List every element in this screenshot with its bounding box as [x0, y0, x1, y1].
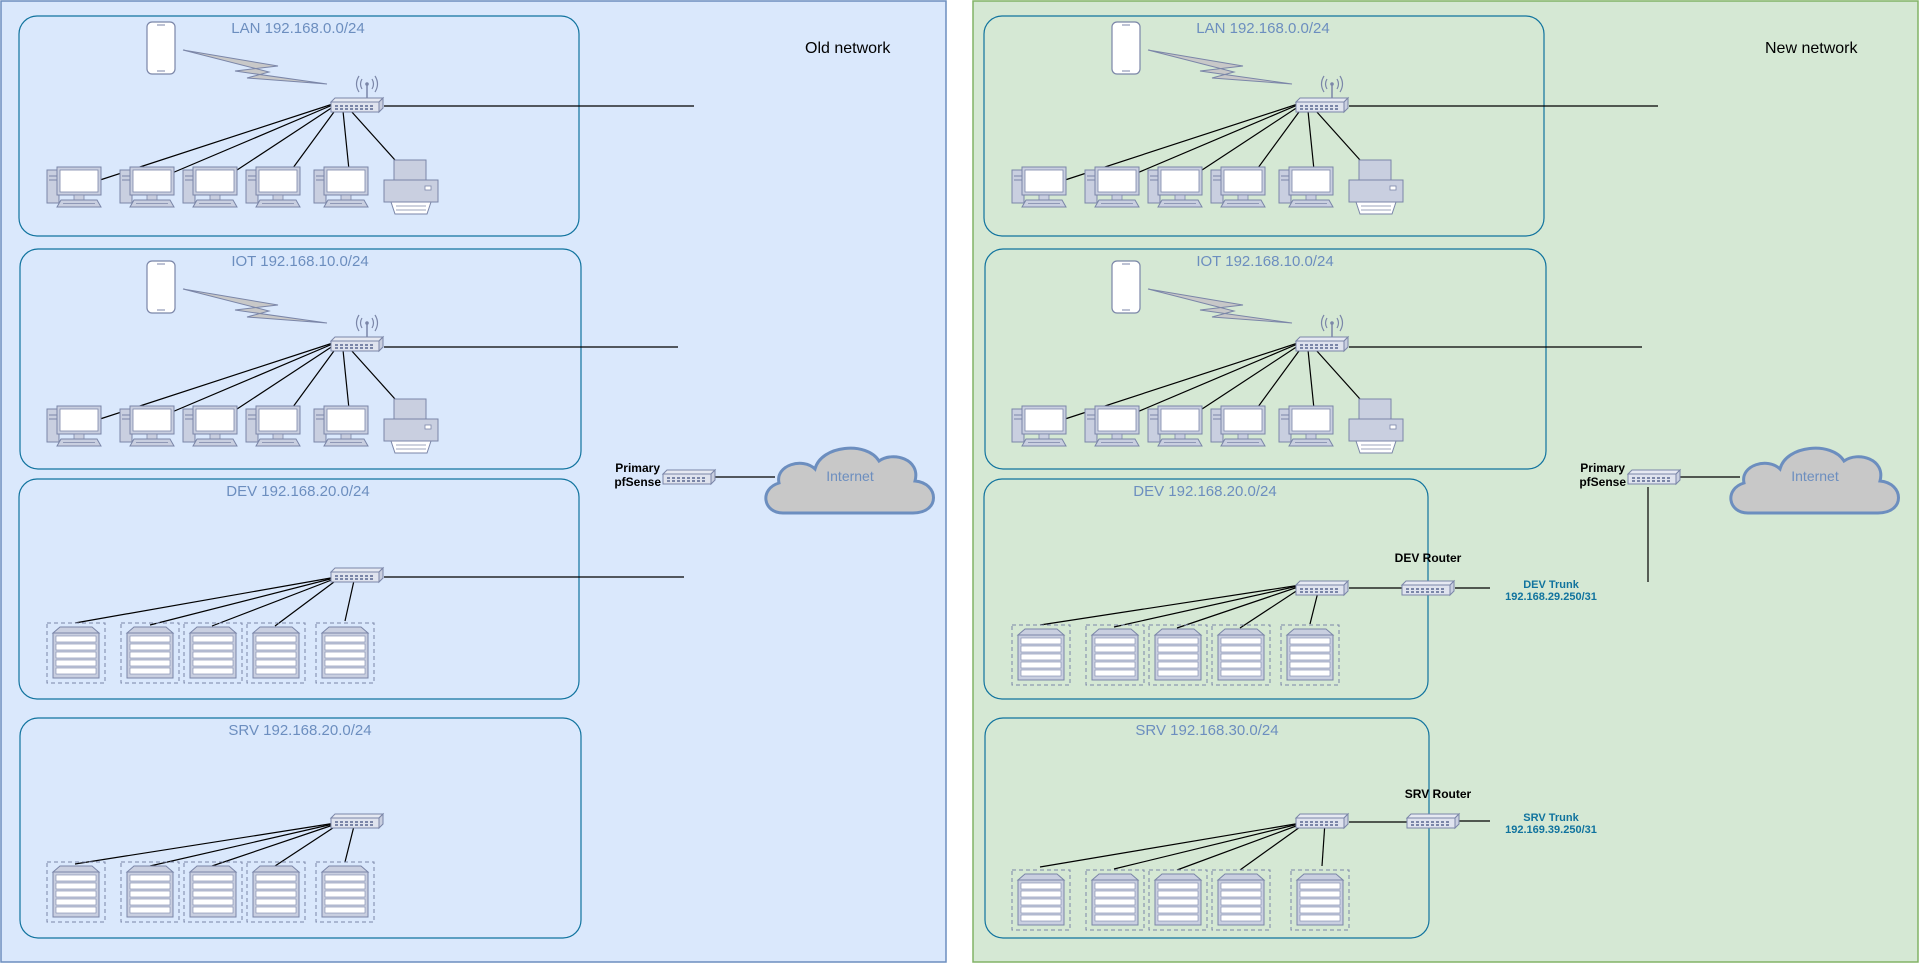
new-lan-pc-icon	[1011, 166, 1067, 208]
new-dev-server-icon	[1280, 624, 1340, 686]
dev-trunk-label-line2: 192.168.29.250/31	[1505, 591, 1597, 603]
old-network-title: Old network	[805, 40, 891, 57]
old-dev-server-icon	[46, 622, 106, 684]
new-lan-pc-icon	[1084, 166, 1140, 208]
old-srv-server-icon	[46, 861, 106, 923]
new-lan-group	[983, 15, 1545, 237]
old-iot-pc-icon	[245, 405, 301, 447]
new-iot-pc-icon	[1278, 405, 1334, 447]
old-lan-phone-icon	[146, 21, 176, 75]
new-srv-switch-icon	[1295, 813, 1349, 829]
new-iot-label: IOT 192.168.10.0/24	[1196, 253, 1333, 270]
new-dev-server-icon	[1085, 624, 1145, 686]
dev-router-label: DEV Router	[1395, 551, 1462, 565]
new-lan-pc-icon	[1210, 166, 1266, 208]
new-srv-label: SRV 192.168.30.0/24	[1135, 722, 1278, 739]
old-lan-pc-icon	[46, 166, 102, 208]
new-pfsense-switch-icon	[1627, 469, 1681, 485]
old-pfsense-label-line1: Primary	[615, 461, 660, 475]
new-srv-server-icon	[1290, 869, 1350, 931]
new-iot-group	[984, 248, 1547, 470]
old-iot-pc-icon	[46, 405, 102, 447]
old-iot-pc-icon	[313, 405, 369, 447]
old-lan-pc-icon	[313, 166, 369, 208]
srv-trunk-label-line1: SRV Trunk	[1523, 812, 1579, 824]
new-dev-label: DEV 192.168.20.0/24	[1133, 483, 1276, 500]
new-iot-phone-icon	[1111, 260, 1141, 314]
old-dev-server-icon	[246, 622, 306, 684]
new-iot-pc-icon	[1084, 405, 1140, 447]
old-srv-label: SRV 192.168.20.0/24	[228, 722, 371, 739]
old-lan-pc-icon	[119, 166, 175, 208]
old-srv-server-icon	[315, 861, 375, 923]
old-srv-group	[19, 717, 582, 939]
new-dev-server-icon	[1148, 624, 1208, 686]
new-srv-server-icon	[1148, 869, 1208, 931]
old-dev-server-icon	[183, 622, 243, 684]
new-dev-server-icon	[1011, 624, 1071, 686]
old-iot-pc-icon	[119, 405, 175, 447]
new-network-panel: New network LAN 192.168.0.0/24 IOT 192.1…	[972, 0, 1919, 963]
old-dev-label: DEV 192.168.20.0/24	[226, 483, 369, 500]
new-iot-pc-icon	[1147, 405, 1203, 447]
old-dev-server-icon	[315, 622, 375, 684]
new-iot-pc-icon	[1210, 405, 1266, 447]
new-internet-label: Internet	[1791, 468, 1839, 484]
old-dev-server-icon	[120, 622, 180, 684]
old-lan-pc-icon	[182, 166, 238, 208]
old-srv-server-icon	[246, 861, 306, 923]
new-srv-server-icon	[1211, 869, 1271, 931]
old-iot-phone-icon	[146, 260, 176, 314]
dev-trunk-label-line1: DEV Trunk	[1523, 579, 1580, 591]
srv-router-icon	[1406, 813, 1460, 829]
old-lan-label: LAN 192.168.0.0/24	[231, 20, 364, 37]
new-lan-label: LAN 192.168.0.0/24	[1196, 20, 1329, 37]
new-lan-phone-icon	[1111, 21, 1141, 75]
old-iot-group	[19, 248, 582, 470]
old-dev-group	[18, 478, 580, 700]
old-lan-group	[18, 15, 580, 237]
old-network-panel: Old network LAN 192.168.0.0/24 IOT 192.1…	[0, 0, 947, 963]
new-pfsense-label-line1: Primary	[1580, 461, 1625, 475]
new-network-title: New network	[1765, 40, 1858, 57]
dev-router-icon	[1401, 580, 1455, 596]
old-pfsense-switch-icon	[662, 469, 716, 485]
old-pfsense-label-line2: pfSense	[614, 475, 661, 489]
old-srv-server-icon	[120, 861, 180, 923]
srv-router-label: SRV Router	[1405, 787, 1472, 801]
new-lan-pc-icon	[1278, 166, 1334, 208]
new-lan-pc-icon	[1147, 166, 1203, 208]
old-iot-pc-icon	[182, 405, 238, 447]
new-pfsense-label-line2: pfSense	[1579, 475, 1626, 489]
old-iot-label: IOT 192.168.10.0/24	[231, 253, 368, 270]
old-internet-label: Internet	[826, 468, 874, 484]
new-srv-server-icon	[1085, 869, 1145, 931]
new-srv-server-icon	[1011, 869, 1071, 931]
srv-trunk-label-line2: 192.169.39.250/31	[1505, 824, 1597, 836]
new-dev-server-icon	[1211, 624, 1271, 686]
new-dev-switch-icon	[1295, 580, 1349, 596]
old-srv-server-icon	[183, 861, 243, 923]
old-srv-switch-icon	[330, 813, 384, 829]
new-iot-pc-icon	[1011, 405, 1067, 447]
old-dev-switch-icon	[330, 567, 384, 583]
old-lan-pc-icon	[245, 166, 301, 208]
